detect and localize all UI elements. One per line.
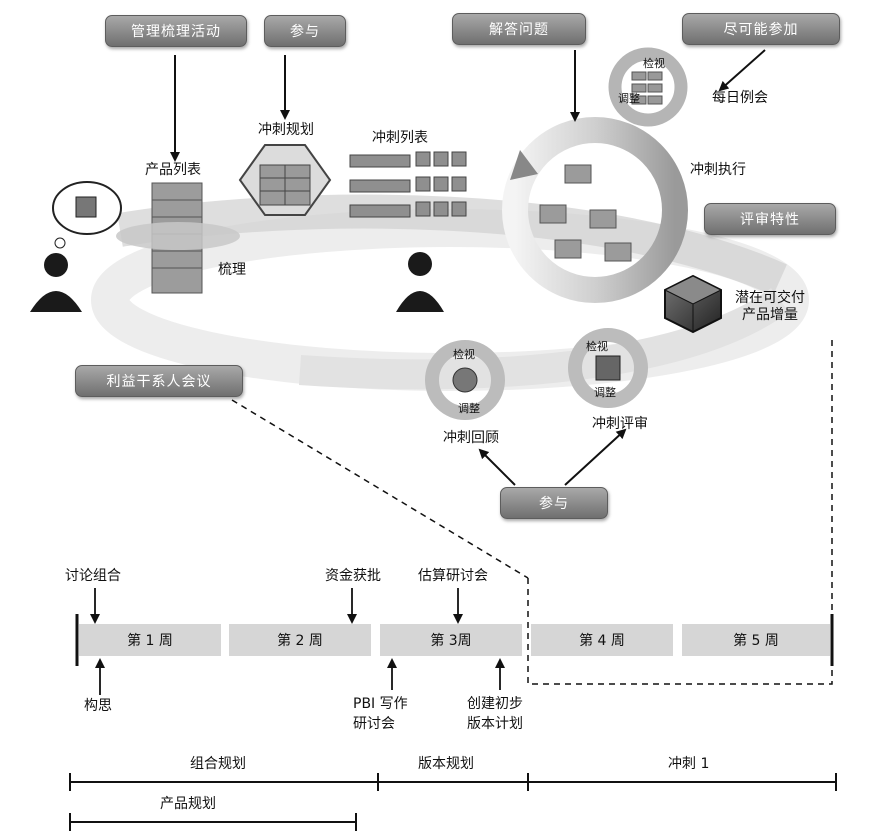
week-3: 第 3周 xyxy=(380,624,522,656)
label-daily-inspect: 检视 xyxy=(643,57,665,70)
label-daily-adapt: 调整 xyxy=(618,92,640,105)
increment-cube xyxy=(663,274,723,334)
scrum-master-person xyxy=(396,252,444,312)
label-estimation-workshop: 估算研讨会 xyxy=(418,568,488,584)
label-sprint-execution: 冲刺执行 xyxy=(690,162,746,178)
tag-participate-bottom: 参与 xyxy=(500,487,608,519)
timeline-edges xyxy=(75,614,834,666)
tag-review-features: 评审特性 xyxy=(704,203,836,235)
label-review-inspect: 检视 xyxy=(586,340,608,353)
span-release-planning: 版本规划 xyxy=(418,756,474,772)
label-daily-scrum: 每日例会 xyxy=(712,90,768,106)
thought-bubble xyxy=(52,181,122,249)
label-discuss-portfolio: 讨论组合 xyxy=(65,568,121,584)
week-1: 第 1 周 xyxy=(79,624,221,656)
label-increment: 潜在可交付 产品增量 xyxy=(735,290,805,323)
label-sprint-planning: 冲刺规划 xyxy=(258,122,314,138)
tag-answer-questions: 解答问题 xyxy=(452,13,586,45)
label-pbi-workshop: PBI 写作 研讨会 xyxy=(353,696,408,733)
week-arrows xyxy=(90,588,505,695)
label-sprint-review: 冲刺评审 xyxy=(592,416,648,432)
label-concept: 构思 xyxy=(84,698,112,714)
review-cycle xyxy=(568,328,648,408)
span-product-planning: 产品规划 xyxy=(160,796,216,812)
daily-scrum-cycle xyxy=(608,47,688,127)
week-4: 第 4 周 xyxy=(531,624,673,656)
label-release-plan: 创建初步 版本计划 xyxy=(467,696,523,733)
sprint-execution-cycle xyxy=(502,117,688,303)
product-backlog-stack xyxy=(116,182,240,294)
label-retro-adapt: 调整 xyxy=(458,402,480,415)
span-sprint1: 冲刺 1 xyxy=(668,756,710,772)
label-grooming: 梳理 xyxy=(218,262,246,278)
tag-participate-top: 参与 xyxy=(264,15,346,47)
sprint-backlog-grid xyxy=(349,151,467,218)
tag-stakeholder-meeting: 利益干系人会议 xyxy=(75,365,243,397)
week-2: 第 2 周 xyxy=(229,624,371,656)
zoom-dashes xyxy=(231,338,833,685)
label-sprint-retro: 冲刺回顾 xyxy=(443,430,499,446)
tag-manage-backlog: 管理梳理活动 xyxy=(105,15,247,47)
week-5: 第 5 周 xyxy=(682,624,830,656)
flow-ribbon xyxy=(91,194,809,391)
top-arrows xyxy=(170,49,766,486)
sprint-planning-icon xyxy=(238,144,332,216)
span-portfolio-planning: 组合规划 xyxy=(190,756,246,772)
retro-cycle xyxy=(425,340,505,420)
label-funding-approved: 资金获批 xyxy=(325,568,381,584)
label-product-backlog: 产品列表 xyxy=(145,162,201,178)
label-review-adapt: 调整 xyxy=(594,386,616,399)
label-retro-inspect: 检视 xyxy=(453,348,475,361)
label-sprint-backlog: 冲刺列表 xyxy=(372,130,428,146)
product-owner-person xyxy=(30,253,82,312)
span-lines xyxy=(69,773,837,831)
tag-try-join: 尽可能参加 xyxy=(682,13,840,45)
